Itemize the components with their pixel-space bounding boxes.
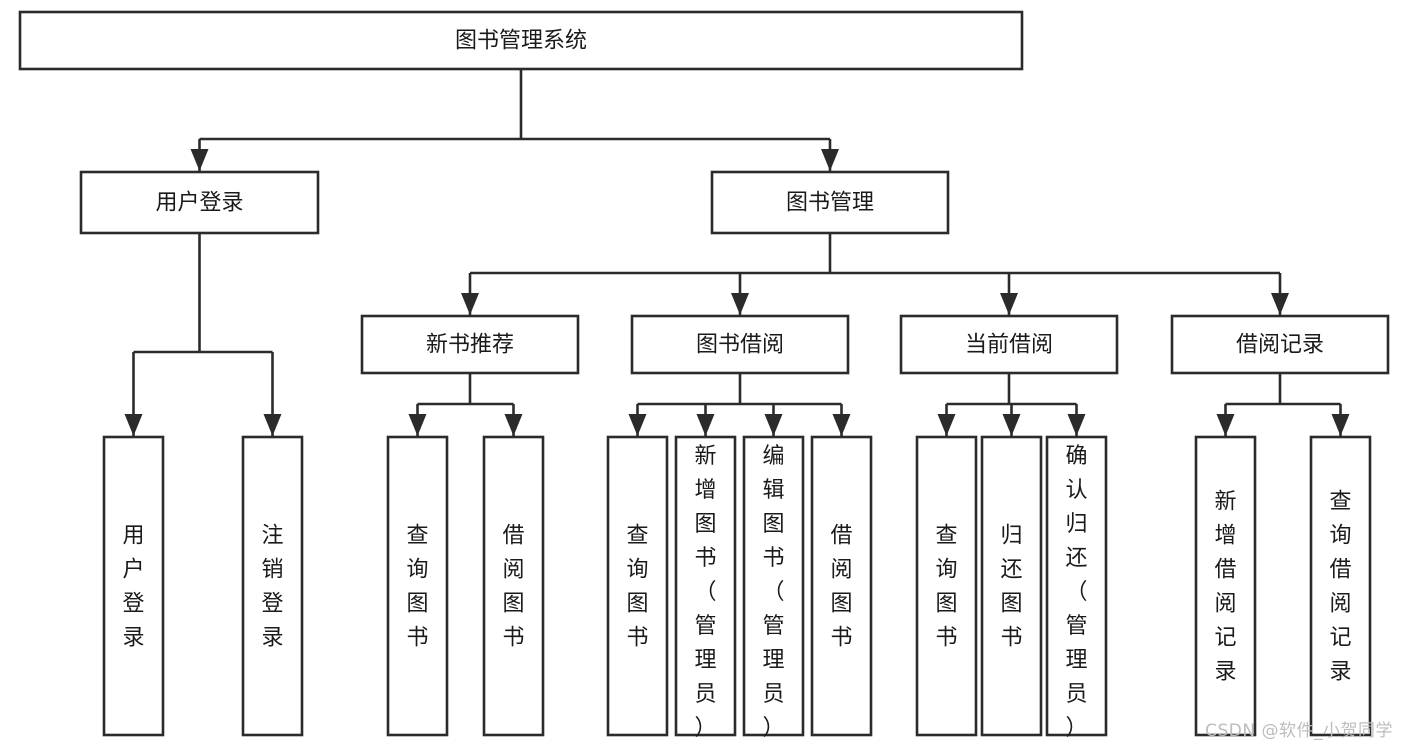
arrow-head-icon: [1331, 414, 1350, 436]
arrow-head-icon: [937, 414, 956, 436]
node-label-br-query-record: 查询借阅记录: [1329, 489, 1351, 684]
node-box-br-query-record[interactable]: [1309, 435, 1372, 737]
node-label-user-login-do: 用户登录: [122, 523, 144, 650]
node-box-nbr-query-book[interactable]: [386, 435, 449, 737]
node-box-bb-borrow-book[interactable]: [810, 435, 873, 737]
node-book-borrow[interactable]: 图书借阅: [630, 314, 850, 375]
connector-layer: [124, 69, 1350, 436]
node-box-user-login[interactable]: [79, 170, 320, 235]
node-cb-confirm-return[interactable]: 确认归还（管理员）: [1045, 435, 1108, 741]
arrow-head-icon: [124, 414, 143, 436]
node-label-user-login: 用户登录: [155, 191, 243, 216]
arrow-head-icon: [190, 149, 209, 171]
node-box-cb-confirm-return[interactable]: [1045, 435, 1108, 737]
node-layer: 图书管理系统用户登录图书管理用户登录注销登录新书推荐查询图书借阅图书图书借阅查询…: [18, 10, 1390, 741]
arrow-head-icon: [832, 414, 851, 436]
arrow-head-icon: [696, 414, 715, 436]
arrow-head-icon: [628, 414, 647, 436]
node-label-bb-borrow-book: 借阅图书: [830, 523, 852, 650]
node-current-borrow[interactable]: 当前借阅: [899, 314, 1119, 375]
node-bb-add-book[interactable]: 新增图书（管理员）: [674, 435, 737, 741]
node-box-borrow-record[interactable]: [1170, 314, 1390, 375]
arrow-head-icon: [1000, 293, 1018, 315]
node-bb-edit-book[interactable]: 编辑图书（管理员）: [742, 435, 805, 741]
node-label-nbr-borrow-book: 借阅图书: [502, 523, 524, 650]
node-label-book-management: 图书管理: [786, 191, 874, 216]
node-box-root[interactable]: [18, 10, 1024, 71]
node-box-bb-edit-book[interactable]: [742, 435, 805, 737]
node-bb-query-book[interactable]: 查询图书: [606, 435, 669, 737]
node-box-book-management[interactable]: [710, 170, 950, 235]
node-book-management[interactable]: 图书管理: [710, 170, 950, 235]
node-box-nbr-borrow-book[interactable]: [482, 435, 545, 737]
node-cb-return-book[interactable]: 归还图书: [980, 435, 1043, 737]
arrow-head-icon: [504, 414, 523, 436]
arrow-head-icon: [1002, 414, 1021, 436]
node-box-book-borrow[interactable]: [630, 314, 850, 375]
node-new-book-recommend[interactable]: 新书推荐: [360, 314, 580, 375]
node-label-current-borrow: 当前借阅: [965, 333, 1053, 358]
node-box-user-login-do[interactable]: [102, 435, 165, 737]
arrow-head-icon: [821, 149, 839, 171]
node-box-cb-return-book[interactable]: [980, 435, 1043, 737]
node-borrow-record[interactable]: 借阅记录: [1170, 314, 1390, 375]
node-label-new-book-recommend: 新书推荐: [426, 333, 514, 358]
arrow-head-icon: [731, 293, 749, 315]
node-box-new-book-recommend[interactable]: [360, 314, 580, 375]
node-label-cb-query-book: 查询图书: [935, 523, 957, 650]
node-box-bb-add-book[interactable]: [674, 435, 737, 737]
node-nbr-borrow-book[interactable]: 借阅图书: [482, 435, 545, 737]
arrow-head-icon: [408, 414, 427, 436]
arrow-head-icon: [1067, 414, 1086, 436]
node-nbr-query-book[interactable]: 查询图书: [386, 435, 449, 737]
node-box-cb-query-book[interactable]: [915, 435, 978, 737]
node-user-login-do[interactable]: 用户登录: [102, 435, 165, 737]
node-box-bb-query-book[interactable]: [606, 435, 669, 737]
node-label-borrow-record: 借阅记录: [1236, 333, 1324, 358]
node-bb-borrow-book[interactable]: 借阅图书: [810, 435, 873, 737]
node-root[interactable]: 图书管理系统: [18, 10, 1024, 71]
node-box-current-borrow[interactable]: [899, 314, 1119, 375]
node-label-user-logout: 注销登录: [261, 523, 283, 650]
node-label-root: 图书管理系统: [455, 29, 587, 54]
node-label-bb-add-book: 新增图书（管理员）: [694, 444, 716, 741]
node-br-add-record[interactable]: 新增借阅记录: [1194, 435, 1257, 737]
node-label-br-add-record: 新增借阅记录: [1214, 489, 1236, 684]
node-label-bb-edit-book: 编辑图书（管理员）: [762, 444, 784, 741]
node-label-cb-return-book: 归还图书: [1000, 523, 1022, 650]
watermark-label: CSDN @软件_小贺同学: [1205, 721, 1393, 741]
arrow-head-icon: [764, 414, 783, 436]
node-box-user-logout[interactable]: [241, 435, 304, 737]
node-label-cb-confirm-return: 确认归还（管理员）: [1065, 444, 1087, 741]
node-label-bb-query-book: 查询图书: [626, 523, 648, 650]
node-label-nbr-query-book: 查询图书: [406, 523, 428, 650]
node-br-query-record[interactable]: 查询借阅记录: [1309, 435, 1372, 737]
arrow-head-icon: [263, 414, 282, 436]
node-user-login[interactable]: 用户登录: [79, 170, 320, 235]
node-label-book-borrow: 图书借阅: [696, 333, 784, 358]
node-box-br-add-record[interactable]: [1194, 435, 1257, 737]
arrow-head-icon: [1271, 293, 1289, 315]
node-user-logout[interactable]: 注销登录: [241, 435, 304, 737]
arrow-head-icon: [1216, 414, 1235, 436]
arrow-head-icon: [461, 293, 479, 315]
node-cb-query-book[interactable]: 查询图书: [915, 435, 978, 737]
